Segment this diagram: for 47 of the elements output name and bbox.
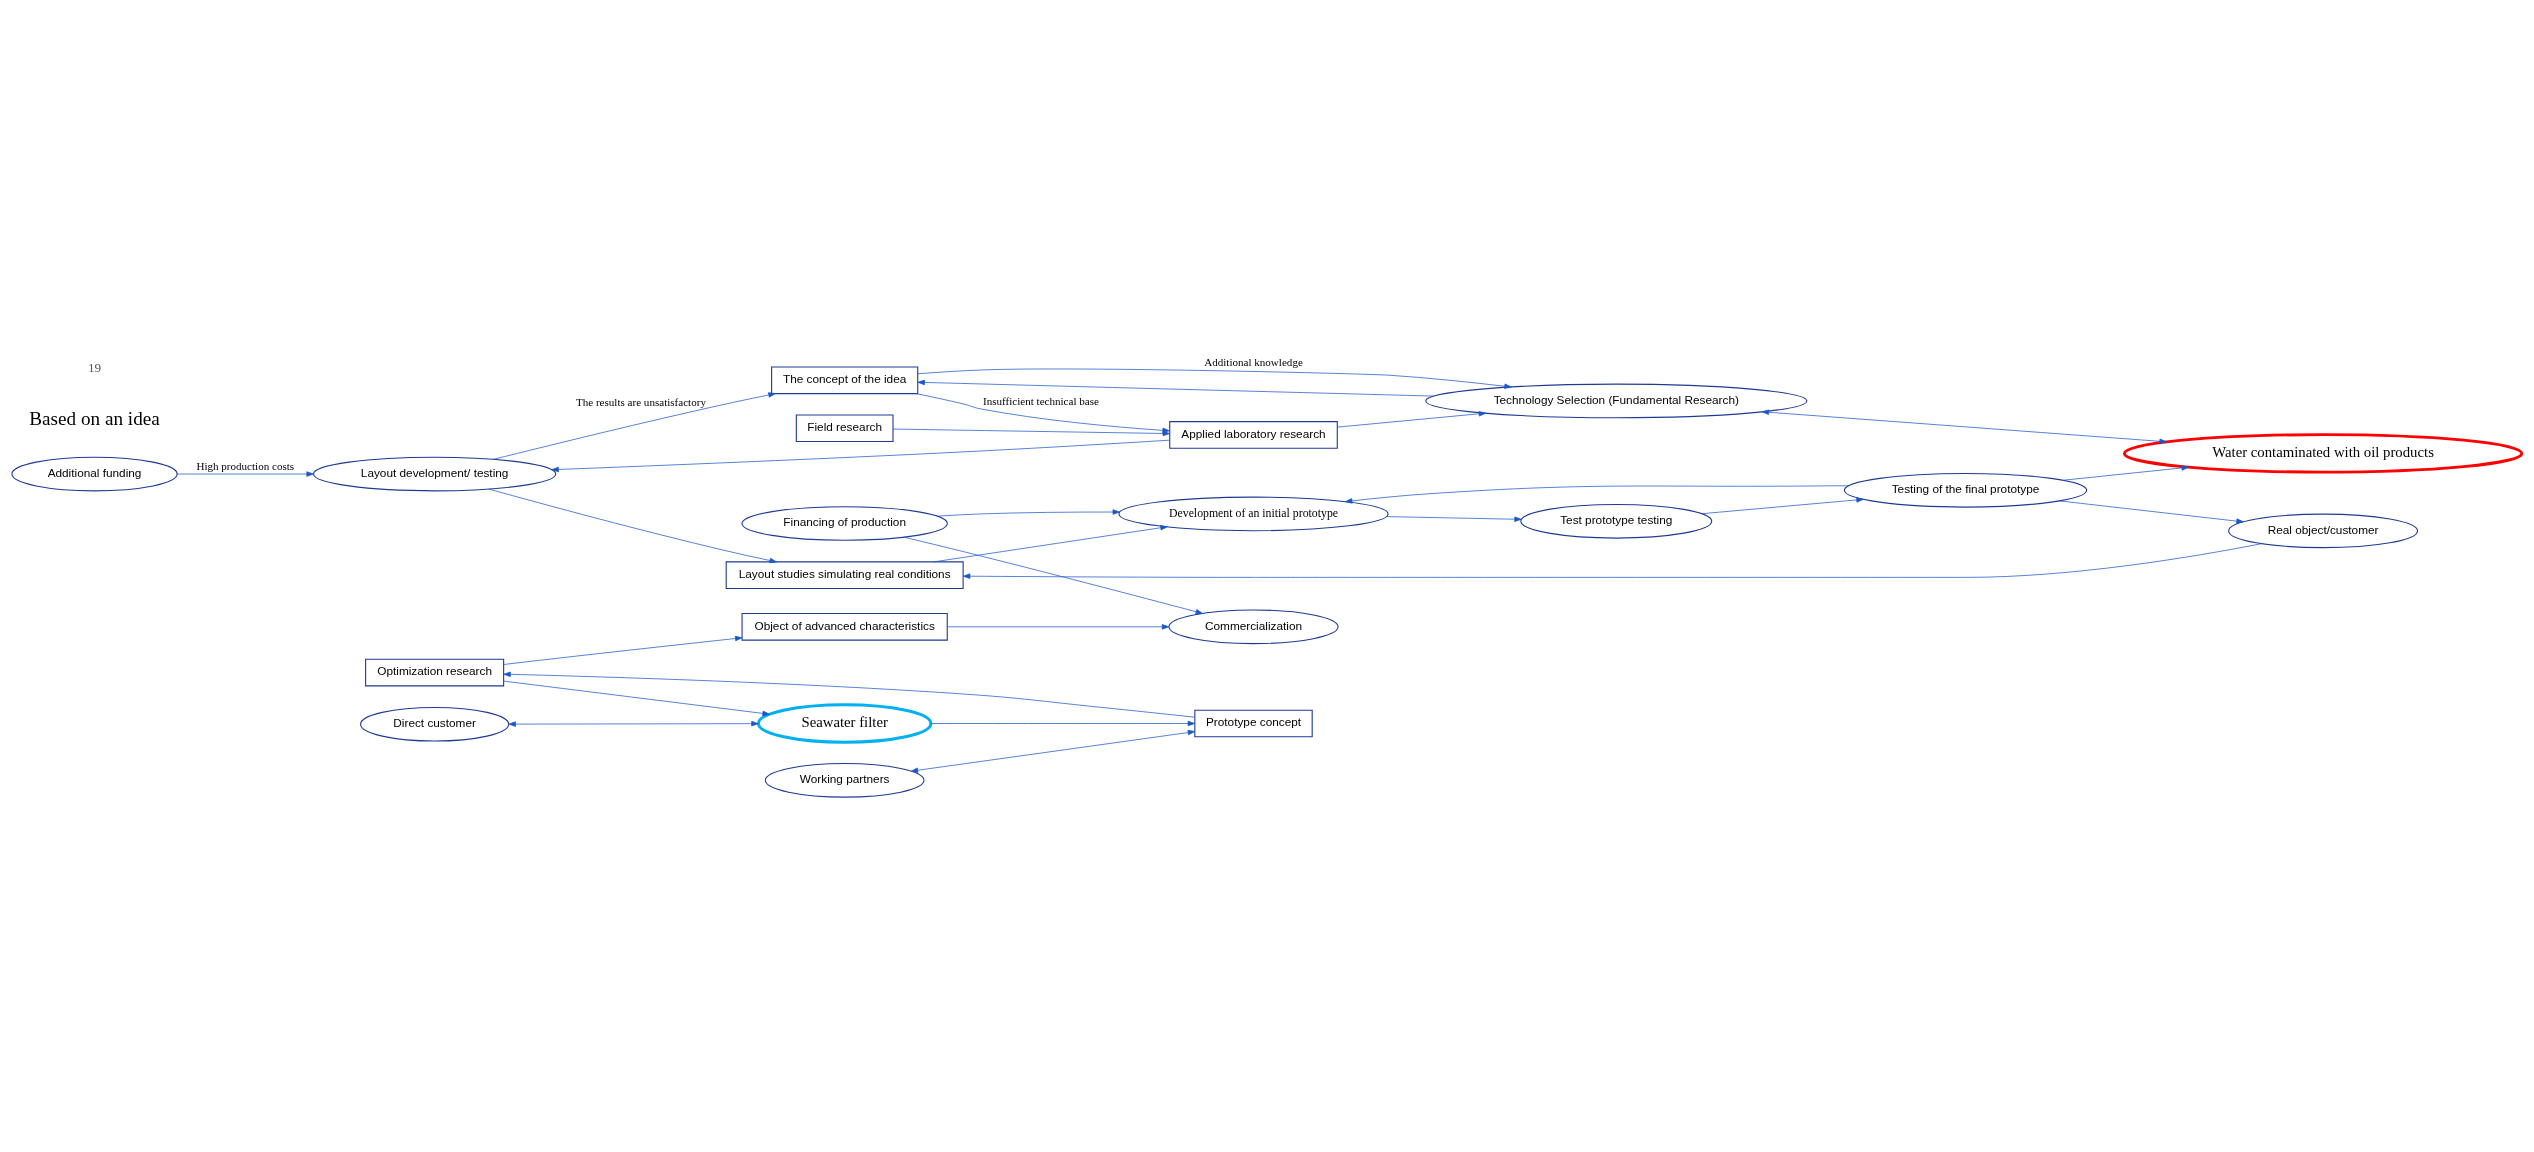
node-box: Object of advanced characteristics [741, 612, 948, 641]
node-ellipse: Seawater filter [756, 702, 933, 744]
node-box: Field research [795, 413, 894, 442]
arrow [936, 508, 1120, 516]
arrow [1345, 484, 1850, 504]
arrow [551, 439, 1170, 472]
arrow [962, 542, 2263, 579]
arrow [1701, 496, 1864, 514]
arrow [903, 536, 1203, 614]
edge-label: High production costs [196, 459, 295, 472]
arrow [917, 379, 1435, 396]
arrow [930, 720, 1196, 726]
edge-label: Insufficient technical base [983, 394, 1099, 407]
arrow [1337, 410, 1487, 427]
arrow [933, 524, 1168, 562]
arrow [1761, 409, 2167, 444]
arrow [503, 635, 743, 665]
arrow [503, 671, 1195, 718]
node-ellipse: Direct customer [360, 706, 510, 742]
node-box: Applied laboratory research [1169, 420, 1338, 449]
node-box: The concept of the idea [771, 365, 919, 394]
node-box: Optimization research [365, 658, 505, 686]
arrow [892, 428, 1171, 436]
arrow [947, 623, 1170, 629]
node-ellipse: Real object/customer [2228, 513, 2419, 548]
arrow [1386, 515, 1522, 522]
arrow [910, 729, 1196, 773]
arrow [508, 720, 759, 727]
label: 19 [87, 359, 102, 375]
node-box: Prototype concept [1194, 709, 1313, 737]
arrow [503, 680, 770, 716]
node-ellipse: Additional funding [11, 456, 178, 491]
node-ellipse: Financing of production [741, 505, 948, 541]
arrow [176, 470, 314, 477]
label: Based on an idea [29, 407, 160, 429]
arrow [2062, 464, 2189, 481]
arrow [492, 391, 776, 460]
arrow [488, 488, 777, 563]
arrow [917, 368, 1512, 389]
node-ellipse: Test prototype testing [1520, 503, 1713, 539]
edge-label: Additional knowledge [1204, 355, 1303, 368]
node-ellipse: Testing of the final prototype [1843, 472, 2088, 508]
edge-label: The results are unsatisfactory [575, 395, 706, 408]
arrow [2058, 500, 2244, 524]
node-box: Layout studies simulating real conditions [725, 560, 964, 589]
node-ellipse: Working partners [764, 762, 925, 798]
arrow [915, 392, 1170, 433]
